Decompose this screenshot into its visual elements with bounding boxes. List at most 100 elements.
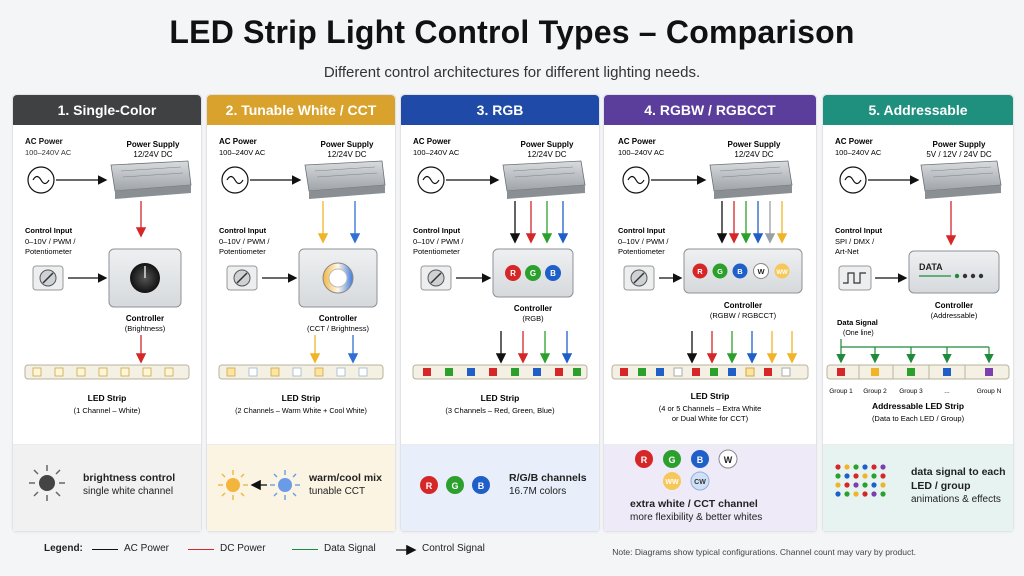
warm-cool-sun-icons [218,470,300,500]
power-supply-label: Power Supply [321,140,374,149]
summary-sub: tunable CCT [309,486,366,497]
control-input-detail-2: Potentiometer [25,247,72,256]
rgb-badges: R G B [505,265,561,281]
summary-main: brightness control [83,472,176,484]
power-supply-label: Power Supply [728,140,781,149]
svg-text:G: G [668,455,675,465]
group-label-1: Group 1 [829,388,853,395]
ac-range-label: 100–240V AC [219,148,266,157]
column-header: 2. Tunable White / CCT [207,95,395,125]
control-input-detail: 0–10V / PWM / [618,237,669,246]
column-tunable-white: 2. Tunable White / CCT AC Power 100–240V… [206,94,396,532]
column-header: 5. Addressable [823,95,1013,125]
power-supply-label: Power Supply [521,140,574,149]
legend-data: Data Signal [292,543,376,554]
summary-main: warm/cool mix [309,472,382,484]
rgb-badge-icons: R G B [420,476,490,494]
page-title: LED Strip Light Control Types – Comparis… [169,14,855,50]
summary-panel: R G B W WW CW extra white / CCT channel … [604,444,816,531]
footnote: Note: Diagrams show typical configuratio… [612,547,916,557]
power-supply-icon [502,160,586,199]
controller-label: Controller [319,314,357,323]
controller-sub: (CCT / Brightness) [307,324,369,333]
ac-range-label: 100–240V AC [25,148,72,157]
ac-power-label: AC Power [219,137,257,146]
summary-main-2: LED / group [911,480,971,492]
addressable-strip-icon [826,364,1010,380]
svg-text:W: W [757,267,765,276]
led-strip-icon [218,364,384,380]
svg-text:R: R [641,455,648,465]
svg-text:B: B [550,269,556,278]
control-input-detail: 0–10V / PWM / [413,237,464,246]
power-supply-voltage: 12/24V DC [734,150,773,159]
control-input-label: Control Input [413,226,461,235]
group-label-3: Group 3 [899,388,923,395]
strip-sub: (2 Channels – Warm White + Cool White) [235,406,367,415]
svg-text:B: B [697,455,704,465]
data-signal-bus [836,339,994,364]
rgbw-badges: R G B W WW [692,263,790,279]
controller-data-text: DATA [919,262,943,272]
svg-text:G: G [451,481,458,491]
strip-sub: (1 Channel – White) [74,406,141,415]
power-supply-voltage: 12/24V DC [133,150,172,159]
strip-sub: (Data to Each LED / Group) [872,414,965,423]
power-supply-voltage: 12/24V DC [327,150,366,159]
ac-range-label: 100–240V AC [835,148,882,157]
controller-sub: (RGBW / RGBCCT) [710,311,777,320]
column-single-color: 1. Single-Color AC Power 100–240V AC Pow… [12,94,202,532]
led-strip-icon [412,364,588,380]
ac-power-label: AC Power [835,137,873,146]
controller-box [908,250,1000,294]
control-input-detail-2: Potentiometer [413,247,460,256]
power-supply-label: Power Supply [933,140,986,149]
power-supply-icon [920,160,1002,199]
column-rgbw-rgbcct: 4. RGBW / RGBCCT AC Power 100–240V AC Po… [603,94,817,532]
svg-text:WW: WW [776,270,788,276]
power-supply-label: Power Supply [127,140,180,149]
svg-text:B: B [737,267,743,276]
svg-text:G: G [530,269,536,278]
summary-panel: data signal to each LED / group animatio… [823,444,1013,531]
summary-sub: 16.7M colors [509,486,567,497]
led-strip-icon [24,364,190,380]
data-signal-sub: (One line) [843,330,874,337]
led-strip-icon [611,364,809,380]
summary-main: data signal to each [911,466,1006,478]
legend-dc: DC Power [188,543,266,554]
strip-label: LED Strip [88,393,127,403]
controller-label: Controller [935,301,973,310]
summary-sub: animations & effects [911,494,1001,505]
column-addressable: 5. Addressable AC Power 100–240V AC Powe… [822,94,1014,532]
controller-sub: (RGB) [522,314,544,323]
control-input-detail-2: Art-Net [835,247,860,256]
power-supply-icon [110,160,192,199]
control-input-detail: 0–10V / PWM / [219,237,270,246]
summary-sub: more flexibility & better whites [630,512,763,523]
controller-label: Controller [126,314,164,323]
summary-main: R/G/B channels [509,472,587,484]
summary-main: extra white / CCT channel [630,498,758,510]
control-input-label: Control Input [25,226,73,235]
svg-text:R: R [510,269,516,278]
power-supply-icon [304,160,386,199]
summary-panel: R G B R/G/B channels 16.7M colors [401,444,599,531]
power-supply-voltage: 5V / 12V / 24V DC [926,150,992,159]
control-input-label: Control Input [618,226,666,235]
pulse-signal-icon [838,265,872,291]
svg-text:R: R [697,267,703,276]
column-header: 1. Single-Color [13,95,201,125]
strip-label: LED Strip [282,393,321,403]
strip-sub: (4 or 5 Channels – Extra White [659,404,762,413]
summary-panel: brightness control single white channel [13,444,201,531]
control-input-detail: SPI / DMX / [835,237,875,246]
power-supply-voltage: 12/24V DC [527,150,566,159]
sun-icon [29,465,65,501]
ac-range-label: 100–240V AC [618,148,665,157]
control-input-label: Control Input [835,226,883,235]
control-input-detail-2: Potentiometer [618,247,665,256]
strip-sub-2: or Dual White for CCT) [672,414,749,423]
control-input-detail: 0–10V / PWM / [25,237,76,246]
led-dot-grid-icon [835,464,886,497]
